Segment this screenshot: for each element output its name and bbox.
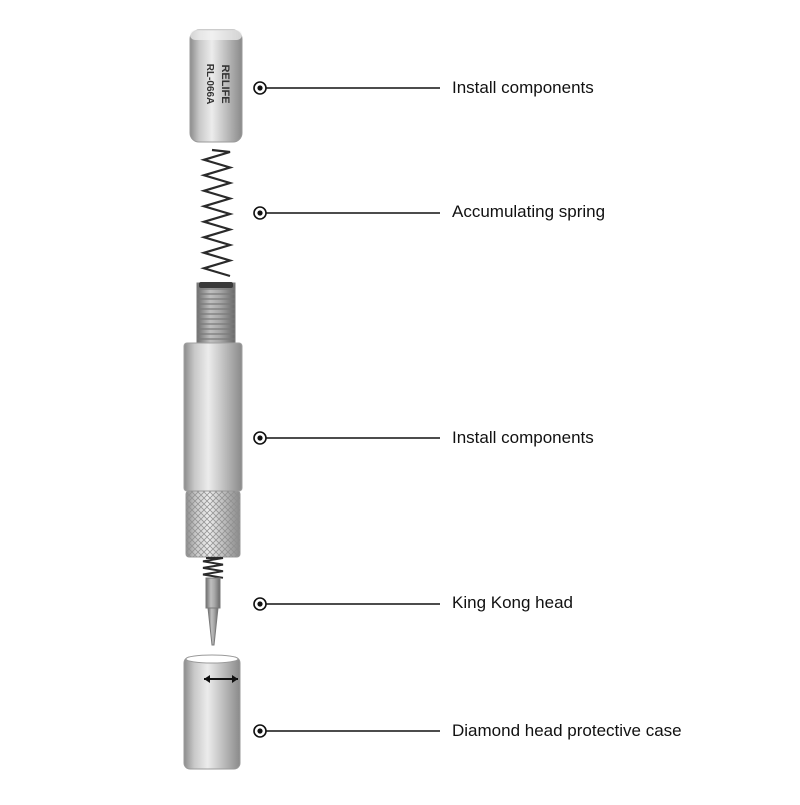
- callout-label-king-kong-head: King Kong head: [452, 593, 573, 612]
- main-body: [183, 342, 243, 492]
- callout-label-accumulating-spring: Accumulating spring: [452, 202, 606, 221]
- callout-bullet-dot-4: [257, 728, 263, 734]
- callout-bullet-dot-2: [257, 435, 263, 441]
- top-cap: [189, 29, 243, 143]
- callout-bullet-dot-0: [257, 85, 263, 91]
- king-kong-head: [205, 577, 221, 646]
- callout-label-install-components-body: Install components: [452, 428, 594, 447]
- callout-bullet-dot-3: [257, 601, 263, 607]
- model-number-text: RL-066A: [204, 64, 215, 105]
- tip-spring: [202, 557, 224, 579]
- callout-label-install-components-top: Install components: [452, 78, 594, 97]
- threaded-section: [196, 282, 236, 344]
- accumulating-spring: [200, 148, 234, 278]
- callout-label-diamond-head-case: Diamond head protective case: [452, 721, 682, 740]
- callout-leaders: [253, 81, 440, 738]
- brand-logo-text: RELIFE: [219, 64, 231, 103]
- callout-bullet-dot-1: [257, 210, 263, 216]
- knurled-grip: [185, 490, 241, 558]
- diamond-head-protective-case: [183, 654, 241, 770]
- cap-engraving: RELIFE RL-066A: [204, 64, 231, 105]
